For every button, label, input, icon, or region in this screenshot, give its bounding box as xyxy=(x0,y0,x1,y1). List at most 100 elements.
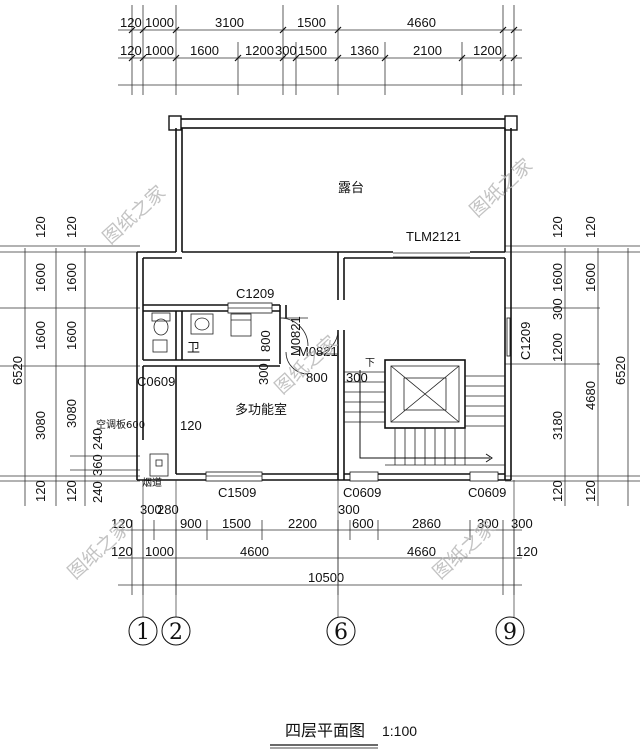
dim-text: 3080 xyxy=(33,411,48,440)
dim-text: 1500 xyxy=(298,43,327,58)
dim-text: 1200 xyxy=(550,333,565,362)
flue-label: 烟道 xyxy=(142,476,162,489)
dim-text: 1000 xyxy=(145,544,174,559)
window-tag-c0609-mid: C0609 xyxy=(343,485,381,500)
dim-text: 120 xyxy=(550,480,565,502)
title-text: 四层平面图 xyxy=(285,721,365,740)
dim-text: 4660 xyxy=(407,544,436,559)
dim-text: 1600 xyxy=(190,43,219,58)
dim-text: 120 xyxy=(64,480,79,502)
dim-text: 2200 xyxy=(288,516,317,531)
window-tag-c1209: C1209 xyxy=(236,286,274,301)
axis-lines xyxy=(142,480,515,617)
door-tag-m0821: M0821 xyxy=(288,316,303,356)
watermark-text: 图纸之家 xyxy=(466,155,537,222)
dim-text: 300 xyxy=(477,516,499,531)
room-label-toilet: 卫 xyxy=(187,341,200,356)
left-dimension-lines xyxy=(0,245,140,506)
dim-text: 1600 xyxy=(33,321,48,350)
dim-text: 300 xyxy=(256,363,271,385)
drawing-title: 四层平面图 1:100 xyxy=(270,721,417,749)
bottom-dimension-row-2: 120 1000 4600 4660 120 xyxy=(111,544,538,559)
right-dim-column-b: 120 1600 4680 120 6520 xyxy=(583,216,628,502)
dim-text: 120 xyxy=(33,216,48,238)
dim-text: 4680 xyxy=(583,381,598,410)
dim-text: 300 xyxy=(140,502,162,517)
axis-bubble-9: 9 xyxy=(495,616,525,646)
dim-text: 1000 xyxy=(145,43,174,58)
window-tag-c1509: C1509 xyxy=(218,485,256,500)
dim-text: 900 xyxy=(180,516,202,531)
stair-down-label: 下 xyxy=(365,358,375,369)
axis-label: 1 xyxy=(136,620,150,645)
dim-text: 120 xyxy=(583,480,598,502)
dim-text: 1200 xyxy=(473,43,502,58)
dim-text: 3100 xyxy=(215,15,244,30)
right-dim-column-a: 120 1600 1200 300 3180 120 xyxy=(550,216,565,502)
dim-text: 300 xyxy=(550,298,565,320)
dim-text: 300 xyxy=(275,43,297,58)
dim-text: 1600 xyxy=(583,263,598,292)
dim-text: 120 xyxy=(180,418,202,433)
overall-dimension: 10500 xyxy=(308,570,344,585)
axis-bubble-2: 2 xyxy=(161,616,191,646)
dim-text: 120 xyxy=(583,216,598,238)
bottom-dimension-row-1: 120 300 280 900 1500 2200 300 600 2860 3… xyxy=(111,502,533,531)
left-dim-column-b: 120 1600 1600 3080 240 360 240 120 xyxy=(64,216,105,503)
dim-text: 280 xyxy=(157,502,179,517)
door-width-label: 800 xyxy=(258,330,273,352)
axis-bubble-6: 6 xyxy=(326,616,356,646)
dim-text: 1500 xyxy=(297,15,326,30)
dim-text: 6520 xyxy=(10,356,25,385)
dim-text: 6520 xyxy=(613,356,628,385)
window-tag-c0609-right: C0609 xyxy=(468,485,506,500)
dim-text: 1500 xyxy=(222,516,251,531)
dim-text: 1360 xyxy=(350,43,379,58)
dim-text: 1600 xyxy=(64,263,79,292)
dim-text: 300 xyxy=(511,516,533,531)
dim-text: 120 xyxy=(111,516,133,531)
scale-text: 1:100 xyxy=(382,723,417,739)
toilet-fixtures xyxy=(151,312,252,353)
dim-text: 120 xyxy=(550,216,565,238)
dim-text: 1600 xyxy=(64,321,79,350)
dim-text: 120 xyxy=(111,544,133,559)
dim-text: 240 xyxy=(90,481,105,503)
dim-text: 300 xyxy=(338,502,360,517)
dim-text: 240 xyxy=(90,428,105,450)
right-dimension-lines xyxy=(505,245,640,506)
dim-text: 300 xyxy=(346,370,368,385)
top-dimension-row-1: 120 1000 3100 1500 4660 xyxy=(120,15,436,30)
dim-text: 3080 xyxy=(64,399,79,428)
dim-text: 120 xyxy=(516,544,538,559)
dim-text: 3180 xyxy=(550,411,565,440)
dim-text: 360 xyxy=(90,454,105,476)
door-tag-m0821-b: M0821 xyxy=(298,344,338,359)
dim-text: 120 xyxy=(33,480,48,502)
building-walls xyxy=(136,115,518,482)
dim-text: 2100 xyxy=(413,43,442,58)
dim-text: 2860 xyxy=(412,516,441,531)
left-dim-column-a: 120 1600 1600 3080 120 xyxy=(33,216,48,502)
dim-text: 120 xyxy=(120,15,142,30)
watermark-text: 图纸之家 xyxy=(271,332,342,399)
window-tag-c1209-right: C1209 xyxy=(518,322,533,360)
left-dim-outer: 6520 xyxy=(10,356,25,385)
door-tag-tlm2121: TLM2121 xyxy=(406,229,461,244)
stair xyxy=(344,359,505,466)
axis-label: 2 xyxy=(169,620,183,645)
dim-text: 120 xyxy=(64,216,79,238)
dim-text: 4600 xyxy=(240,544,269,559)
watermark-text: 图纸之家 xyxy=(99,182,170,249)
room-label-terrace: 露台 xyxy=(338,181,364,196)
top-dimension-lines xyxy=(118,5,522,95)
door-swings xyxy=(279,317,339,375)
dim-text: 120 xyxy=(120,43,142,58)
top-dimension-row-2: 120 1000 1600 1200 300 1500 1360 2100 12… xyxy=(120,43,502,58)
axis-label: 6 xyxy=(334,620,348,645)
axis-bubble-1: 1 xyxy=(128,616,158,646)
ac-board-label: 空调板600 xyxy=(96,418,145,431)
dim-text: 1000 xyxy=(145,15,174,30)
dim-text: 4660 xyxy=(407,15,436,30)
